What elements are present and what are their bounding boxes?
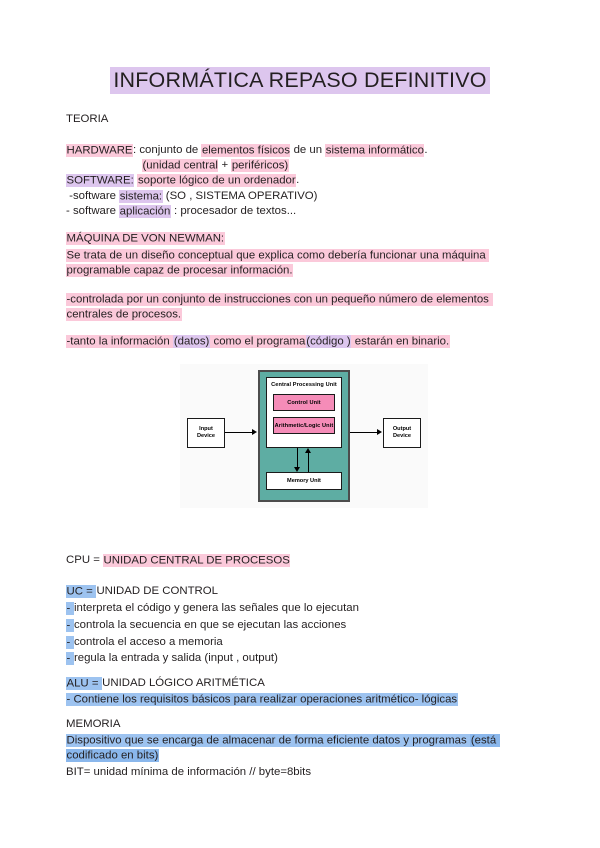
alu-bullet-text: - Contiene los requisitos básicos para r… — [66, 692, 458, 706]
uc-bullet-1-mark: - — [66, 601, 74, 615]
uc-expansion: UNIDAD DE CONTROL — [96, 585, 218, 597]
uc-bullet-2-text: controla la secuencia en que se ejecutan… — [73, 619, 347, 631]
diagram-arrow-output-line — [350, 432, 378, 434]
diagram-arrow-from-memory-head — [305, 448, 312, 453]
uc-bullet-3-text: controla el acceso a memoria — [73, 636, 223, 648]
hardware-text-a: : conjunto de — [133, 144, 202, 156]
memoria-heading: MEMORIA — [66, 718, 121, 730]
diagram-arrow-input-line — [225, 432, 253, 434]
cpu-definition-line: CPU = UNIDAD CENTRAL DE PROCESOS — [66, 553, 291, 569]
hardware-line-2: (unidad central + periféricos) — [142, 158, 289, 174]
diagram-cpu-label: Central Processing Unit — [271, 382, 337, 388]
uc-definition-line: UC = UNIDAD DE CONTROL — [66, 584, 218, 600]
alu-label: ALU = — [66, 676, 103, 690]
software-aplicacion-tag: aplicación — [119, 204, 171, 218]
diagram-output-device: Output Device — [383, 418, 421, 448]
diagram-arrow-output-head — [377, 429, 382, 436]
diagram-memory-unit: Memory Unit — [266, 472, 342, 490]
von-neumann-diagram: Central Processing Unit Control Unit Ari… — [180, 364, 428, 508]
software-term: SOFTWARE: — [66, 173, 135, 187]
diagram-output-device-line1: Output — [392, 425, 412, 432]
page-title-text: INFORMÁTICA REPASO DEFINITIVO — [110, 67, 490, 94]
hardware-plus: + — [218, 159, 232, 171]
memoria-paragraph-a: Dispositivo que se encarga de almacenar … — [66, 733, 471, 747]
software-line-1: SOFTWARE: soporte lógico de un ordenador… — [66, 173, 486, 189]
cpu-label: CPU = — [66, 554, 104, 566]
uc-bullet-1: - interpreta el código y genera las seña… — [66, 601, 359, 617]
von-neumann-codigo: (código ) — [305, 334, 352, 348]
bit-definition-line: BIT= unidad mínima de información // byt… — [66, 766, 312, 778]
hardware-perifericos: periféricos) — [231, 158, 289, 172]
diagram-input-device-line2: Device — [196, 433, 216, 439]
alu-bullet: - Contiene los requisitos básicos para r… — [66, 692, 458, 708]
diagram-arrow-to-memory-line — [297, 448, 299, 468]
von-neumann-p3-a: -tanto la información — [66, 334, 174, 348]
diagram-output-device-line2: Device — [392, 433, 412, 439]
von-neumann-heading: MÁQUINA DE VON NEWMAN: — [66, 231, 225, 247]
hardware-term: HARDWARE — [66, 143, 134, 157]
von-neumann-p3-e: estarán en binario. — [351, 334, 450, 348]
section-label-teoria: TEORIA — [66, 113, 109, 125]
diagram-arrow-to-memory-head — [294, 467, 301, 472]
von-neumann-paragraph-3: -tanto la información (datos) como el pr… — [66, 334, 516, 350]
von-neumann-paragraph-1: Se trata de un diseño conceptual que exp… — [66, 248, 490, 279]
von-neumann-p3-c: como el programa — [209, 334, 306, 348]
diagram-arrow-input-head — [252, 429, 257, 436]
hardware-line-1: HARDWARE: conjunto de elementos físicos … — [66, 143, 486, 159]
uc-bullet-3: - controla el acceso a memoria — [66, 635, 223, 651]
software-period: . — [296, 174, 300, 186]
hardware-elementos-fisicos: elementos físicos — [201, 143, 291, 157]
von-neumann-p1-text: Se trata de un diseño conceptual que exp… — [66, 248, 490, 278]
memoria-paragraph: Dispositivo que se encarga de almacenar … — [66, 733, 514, 764]
uc-label: UC = — [66, 584, 97, 598]
software-definition: soporte lógico de un ordenador — [137, 173, 297, 187]
alu-definition-line: ALU = UNIDAD LÓGICO ARITMÉTICA — [66, 676, 265, 692]
uc-bullet-4-mark: - — [66, 651, 74, 665]
diagram-control-unit: Control Unit — [273, 394, 335, 411]
von-neumann-p2-text: -controlada por un conjunto de instrucci… — [66, 292, 493, 322]
software-sistema-line: -software sistema: (SO , SISTEMA OPERATI… — [66, 189, 486, 205]
uc-bullet-2: - controla la secuencia en que se ejecut… — [66, 618, 346, 634]
uc-bullet-1-text: interpreta el código y genera las señale… — [73, 602, 359, 614]
page-title: INFORMÁTICA REPASO DEFINITIVO — [0, 67, 600, 94]
alu-expansion: UNIDAD LÓGICO ARITMÉTICA — [102, 677, 265, 689]
software-aplicacion-c: : procesador de textos... — [170, 205, 297, 217]
uc-bullet-3-mark: - — [66, 635, 74, 649]
hardware-text-c: de un — [290, 144, 326, 156]
software-aplicacion-a: - software — [66, 205, 120, 217]
uc-bullet-4: - regula la entrada y salida (input , ou… — [66, 651, 278, 667]
hardware-sistema-informatico: sistema informático — [325, 143, 425, 157]
hardware-text-e: . — [424, 144, 428, 156]
hardware-unidad-central: (unidad central — [142, 158, 219, 172]
diagram-input-device: Input Device — [187, 418, 225, 448]
software-sistema-a: -software — [66, 190, 120, 202]
software-sistema-c: (SO , SISTEMA OPERATIVO) — [162, 190, 318, 202]
software-aplicacion-line: - software aplicación : procesador de te… — [66, 204, 486, 220]
von-neumann-paragraph-2: -controlada por un conjunto de instrucci… — [66, 292, 498, 323]
von-neumann-datos: (datos) — [173, 334, 210, 348]
cpu-expansion: UNIDAD CENTRAL DE PROCESOS — [103, 553, 291, 567]
diagram-alu: Arithmetic/Logic Unit — [273, 417, 335, 434]
uc-bullet-2-mark: - — [66, 618, 74, 632]
uc-bullet-4-text: regula la entrada y salida (input , outp… — [73, 652, 278, 664]
software-sistema-tag: sistema: — [119, 189, 163, 203]
diagram-arrow-from-memory-line — [308, 452, 310, 472]
diagram-input-device-line1: Input — [199, 425, 213, 432]
diagram-cpu-inner-box — [266, 377, 342, 448]
von-neumann-heading-text: MÁQUINA DE VON NEWMAN: — [66, 231, 225, 245]
